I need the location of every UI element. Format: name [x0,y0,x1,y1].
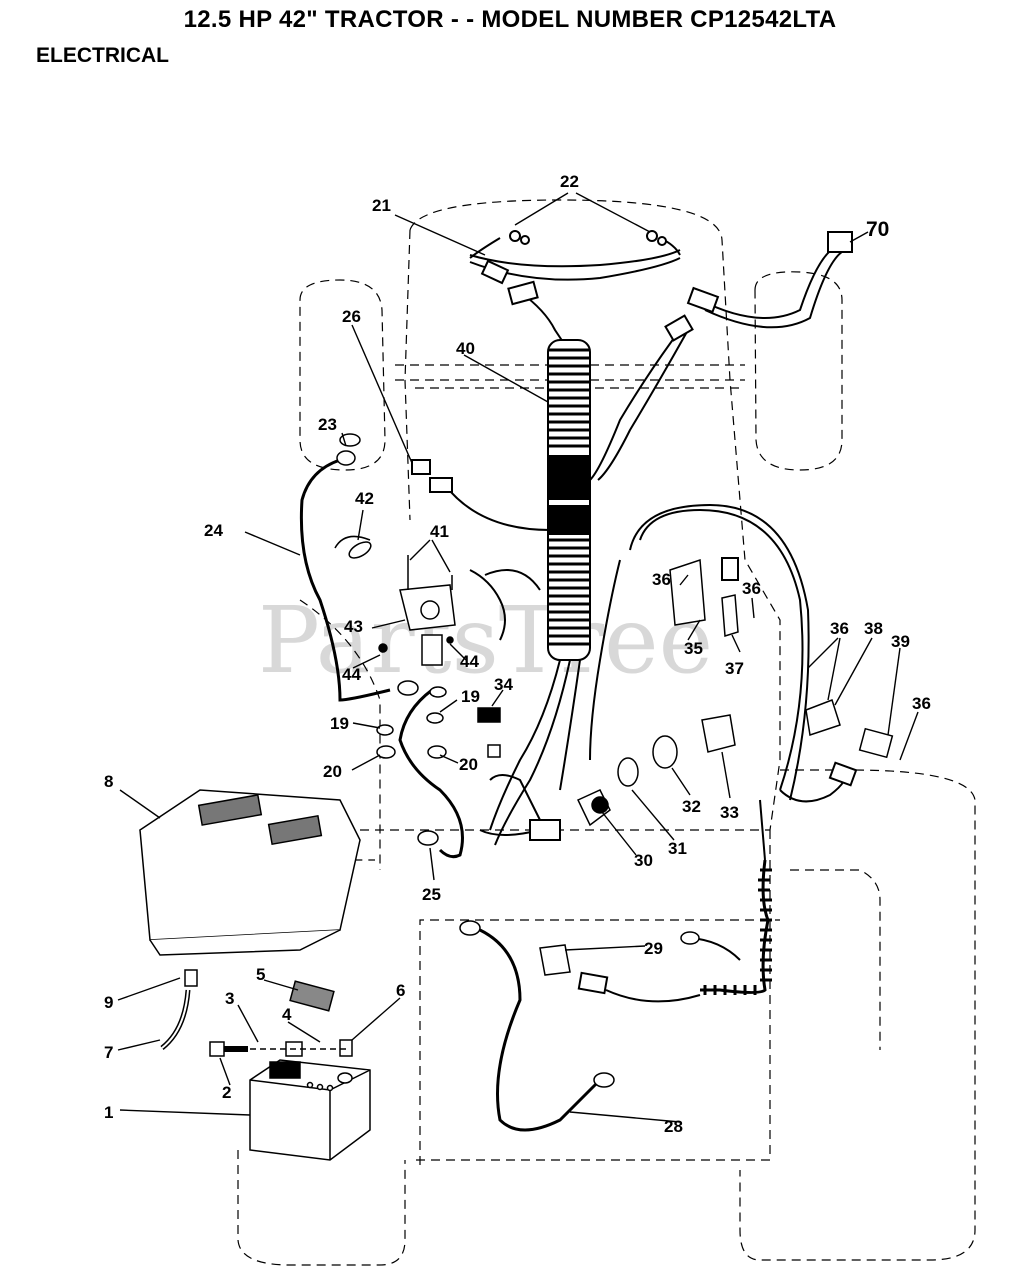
wire-conduit [547,339,591,661]
diagram-title: 12.5 HP 42" TRACTOR - - MODEL NUMBER CP1… [183,6,837,33]
callout-70: 70 [866,218,889,241]
callout-30: 30 [634,851,653,870]
callout-25: 25 [422,885,441,904]
callout-leaders [117,192,919,1123]
callout-2: 2 [222,1083,231,1102]
callout-37: 37 [725,659,744,678]
section-heading: ELECTRICAL [36,44,169,67]
battery-box [139,789,361,956]
callout-20-a: 20 [323,762,342,781]
switch-components [334,433,894,976]
callout-22: 22 [560,172,579,191]
callout-43: 43 [344,617,363,636]
callout-26: 26 [342,307,361,326]
callout-33: 33 [720,803,739,822]
callout-44-b: 44 [460,652,479,671]
callout-34: 34 [494,675,513,694]
coiled-harness [605,859,772,1003]
callout-38: 38 [864,619,883,638]
watermark: PartsTree [258,587,713,694]
callout-23: 23 [318,415,337,434]
callout-36-b: 36 [742,579,761,598]
callout-19-b: 19 [461,687,480,706]
callout-32: 32 [682,797,701,816]
callout-36-a: 36 [652,570,671,589]
harness-connectors [411,230,858,995]
callout-41: 41 [430,522,449,541]
callout-24: 24 [204,521,223,540]
callout-36-c: 36 [830,619,849,638]
cable-25 [398,688,464,859]
callout-40: 40 [456,339,475,358]
wire-harness [444,237,847,861]
callout-1: 1 [104,1103,113,1122]
callout-9: 9 [104,993,113,1012]
callout-21: 21 [372,196,391,215]
callout-44-a: 44 [342,665,361,684]
callout-42: 42 [355,489,374,508]
relay-70 [827,231,853,253]
callout-31: 31 [668,839,687,858]
callout-20-b: 20 [459,755,478,774]
cable-28 [459,920,615,1132]
callout-5: 5 [256,965,265,984]
battery-hardware [160,969,353,1057]
callout-28: 28 [664,1117,683,1136]
callout-6: 6 [396,981,405,1000]
callout-3: 3 [225,989,234,1008]
callout-29: 29 [644,939,663,958]
callout-36-d: 36 [912,694,931,713]
callout-7: 7 [104,1043,113,1062]
callout-labels: 22 21 70 26 40 23 42 24 41 36 36 43 36 3… [104,172,931,1136]
cable-24 [299,450,419,702]
callout-35: 35 [684,639,703,658]
battery [249,1059,371,1161]
callout-39: 39 [891,632,910,651]
callout-4: 4 [282,1005,292,1024]
callout-19-a: 19 [330,714,349,733]
callout-8: 8 [104,772,113,791]
